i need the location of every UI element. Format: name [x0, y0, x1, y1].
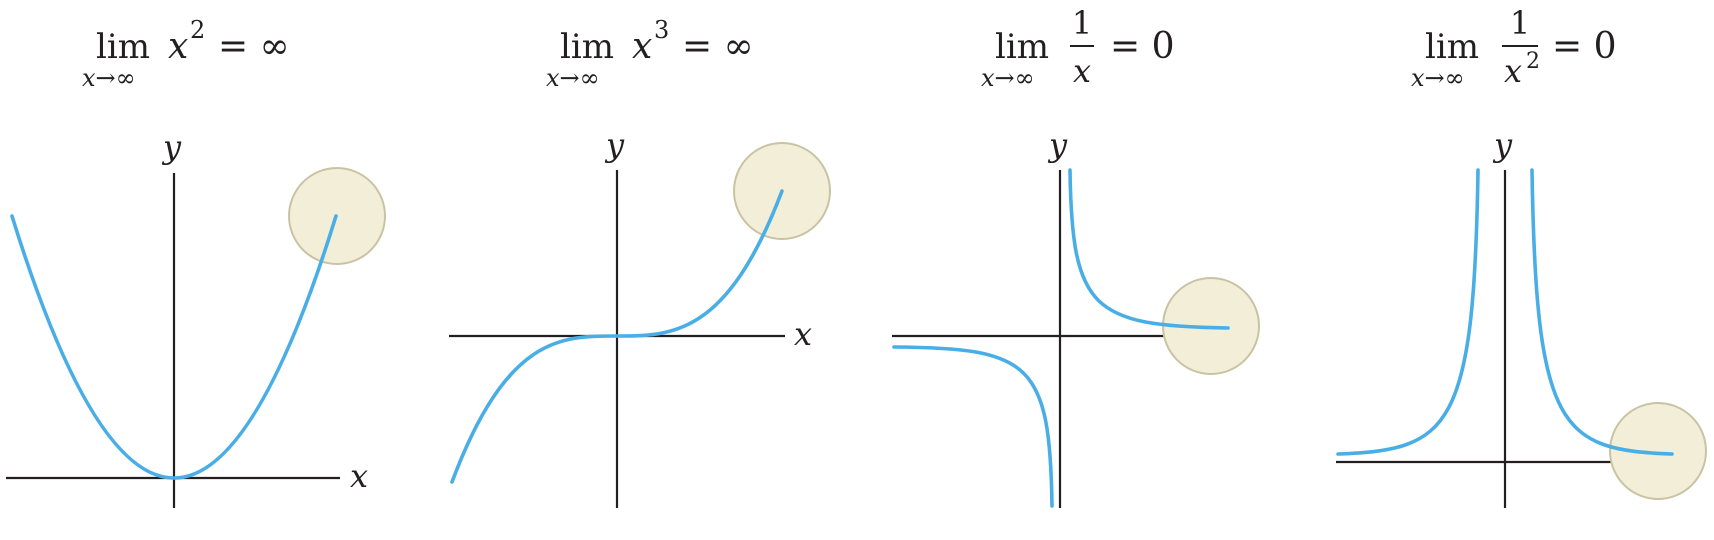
lim-text: lim: [1425, 27, 1479, 67]
lim-subscript: x→∞: [1411, 64, 1465, 92]
curve-x-squared: [10, 214, 338, 480]
panel-one-over-x: lim x→∞ 1 x = 0 y x: [892, 4, 1260, 508]
formula-one-over-x: lim x→∞ 1 x = 0: [981, 4, 1175, 92]
y-axis-label: y: [1047, 126, 1068, 164]
formula-rhs: = 0: [1110, 26, 1175, 67]
curve-x-cubed: [450, 189, 784, 484]
panel-x-squared: lim x→∞ x 2 = ∞ y x: [6, 16, 386, 508]
formula-one-over-x-squared: lim x→∞ 1 x 2 = 0: [1411, 4, 1617, 92]
lim-subscript: x→∞: [82, 64, 136, 92]
formula-base: x: [632, 26, 652, 67]
formula-base: x: [168, 26, 188, 67]
formula-exponent: 2: [190, 16, 205, 44]
curve-one-over-x-squared-right: [1530, 168, 1674, 456]
lim-subscript: x→∞: [546, 64, 600, 92]
lim-text: lim: [96, 27, 150, 67]
y-axis-label: y: [161, 128, 182, 166]
curve-one-over-x-left: [892, 345, 1054, 508]
formula-x-squared: lim x→∞ x 2 = ∞: [82, 16, 290, 92]
curve-one-over-x-right: [1068, 168, 1230, 330]
fraction-denominator: x: [1504, 52, 1522, 90]
highlight-circle: [1609, 402, 1707, 500]
formula-exponent: 3: [654, 16, 669, 44]
lim-text: lim: [995, 27, 1049, 67]
fraction-numerator: 1: [1072, 4, 1092, 42]
lim-subscript: x→∞: [981, 64, 1035, 92]
formula-rhs: = ∞: [682, 26, 754, 67]
formula-x-cubed: lim x→∞ x 3 = ∞: [546, 16, 754, 92]
panel-x-cubed: lim x→∞ x 3 = ∞ y x: [449, 16, 831, 508]
y-axis-label: y: [604, 126, 625, 164]
formula-rhs: = ∞: [218, 26, 290, 67]
denominator-exponent: 2: [1526, 49, 1540, 74]
fraction-denominator: x: [1073, 52, 1091, 90]
formula-rhs: = 0: [1552, 26, 1617, 67]
y-axis-label: y: [1492, 126, 1513, 164]
lim-text: lim: [560, 27, 614, 67]
x-axis-label: x: [350, 457, 368, 495]
panel-one-over-x-squared: lim x→∞ 1 x 2 = 0 y x: [1336, 4, 1707, 508]
x-axis-label: x: [794, 315, 812, 353]
curve-one-over-x-squared-left: [1336, 168, 1480, 456]
fraction-numerator: 1: [1510, 4, 1530, 42]
